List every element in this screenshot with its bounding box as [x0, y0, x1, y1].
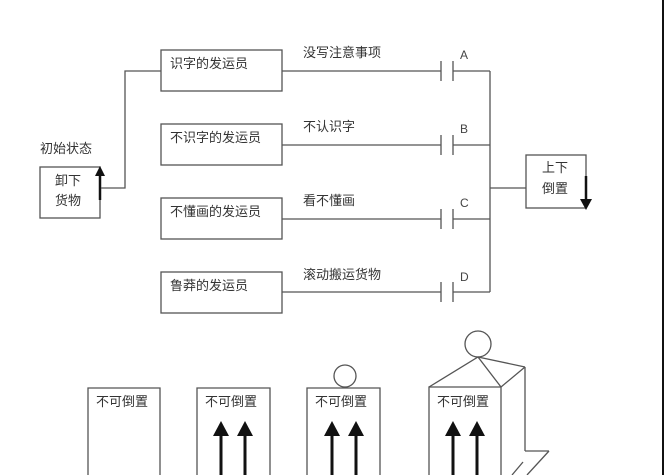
contact-label: D	[460, 270, 469, 284]
condition-label: 滚动搬运货物	[303, 268, 382, 283]
condition-label: 看不懂画	[303, 194, 356, 209]
sender-label: 鲁莽的发运员	[170, 279, 249, 294]
connector-start	[101, 70, 161, 189]
circle-icon	[464, 330, 492, 358]
initial-state-label: 初始状态	[40, 142, 93, 157]
result-box	[525, 154, 587, 209]
contact-label: A	[460, 48, 469, 62]
package-arrows	[196, 387, 271, 475]
sender-box	[160, 123, 283, 166]
contact-label: C	[460, 196, 469, 210]
arrow-up-icon	[213, 421, 229, 475]
arrow-up-icon	[469, 421, 485, 475]
arrow-up-icon	[445, 421, 461, 475]
arrow-down-icon	[580, 176, 592, 210]
rung-c	[282, 209, 490, 229]
result-line2: 倒置	[542, 182, 569, 197]
package-arrows-circle	[306, 364, 381, 475]
package-label: 不可倒置	[315, 395, 368, 410]
condition-label: 不认识字	[303, 120, 356, 135]
package-label: 不可倒置	[96, 395, 149, 410]
rung-a	[282, 61, 490, 81]
result-line1: 上下	[542, 161, 569, 176]
arrow-up-icon	[348, 421, 364, 475]
package-3d-circle	[428, 330, 550, 475]
sender-box	[160, 49, 283, 92]
arrow-up-icon	[324, 421, 340, 475]
right-border	[662, 0, 664, 475]
package-label: 不可倒置	[205, 395, 258, 410]
initial-box-line1: 卸下	[55, 174, 82, 189]
sender-label: 不懂画的发运员	[170, 205, 262, 220]
initial-box-line2: 货物	[55, 194, 82, 209]
package-plain	[87, 387, 161, 475]
initial-state-box	[39, 166, 101, 219]
arrow-up-icon	[237, 421, 253, 475]
sender-box	[160, 271, 283, 314]
condition-label: 没写注意事项	[303, 46, 382, 61]
circle-icon	[333, 364, 357, 388]
contact-label: B	[460, 122, 469, 136]
arrow-up-icon	[95, 166, 105, 200]
rung-b	[282, 135, 490, 155]
sender-box	[160, 197, 283, 240]
sender-label: 不识字的发运员	[170, 131, 262, 146]
package-label: 不可倒置	[437, 395, 490, 410]
sender-label: 识字的发运员	[170, 57, 249, 72]
rung-d	[282, 282, 490, 302]
